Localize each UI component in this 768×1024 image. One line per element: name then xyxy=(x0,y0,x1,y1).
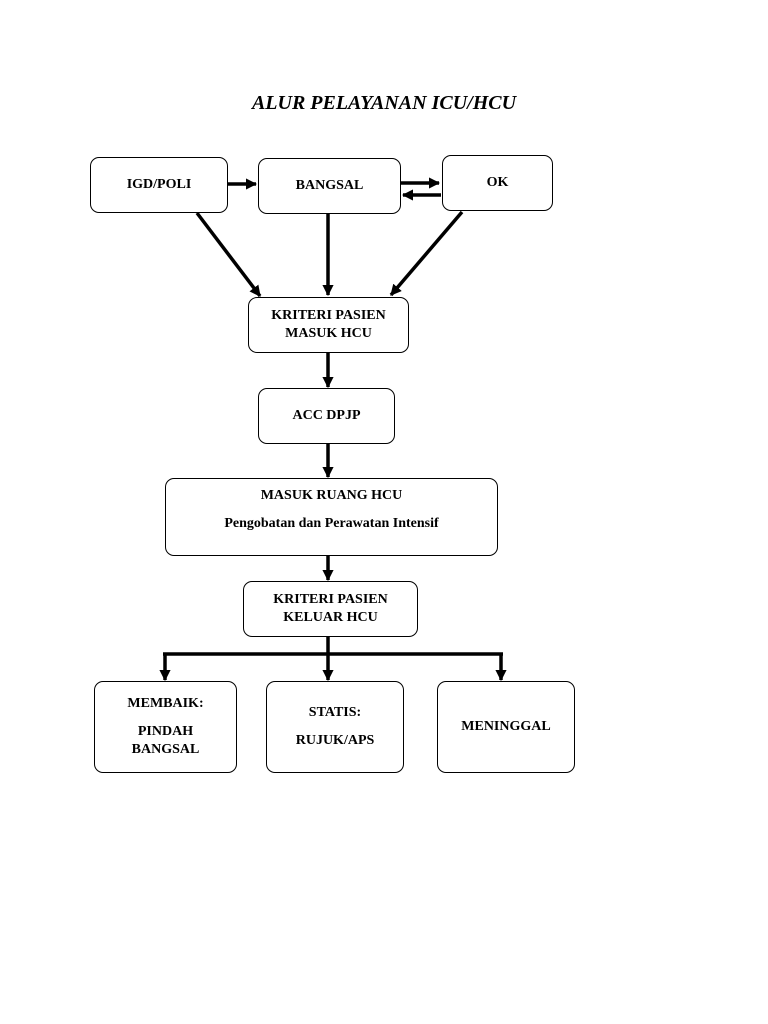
arrow-igd-to-kriteri-masuk xyxy=(195,211,262,298)
node-masuk-ruang-hcu: MASUK RUANG HCU Pengobatan dan Perawatan… xyxy=(165,478,498,556)
node-label: IGD/POLI xyxy=(126,177,192,192)
node-kriteri-masuk: KRITERI PASIEN MASUK HCU xyxy=(248,297,409,353)
node-subtitle: Pengobatan dan Perawatan Intensif xyxy=(224,516,439,531)
node-bangsal: BANGSAL xyxy=(258,158,401,214)
node-title: MASUK RUANG HCU xyxy=(260,488,403,503)
node-label: ACC DPJP xyxy=(292,408,361,423)
node-meninggal: MENINGGAL xyxy=(437,681,575,773)
node-kriteri-keluar: KRITERI PASIEN KELUAR HCU xyxy=(243,581,418,637)
node-ok: OK xyxy=(442,155,553,211)
node-title: STATIS: xyxy=(308,705,362,720)
node-igd-poli: IGD/POLI xyxy=(90,157,228,213)
node-label-line-1: KRITERI PASIEN xyxy=(273,592,388,607)
page-title: ALUR PELAYANAN ICU/HCU xyxy=(251,92,517,114)
node-line-2: BANGSAL xyxy=(131,742,200,757)
node-label-line-1: KRITERI PASIEN xyxy=(271,308,386,323)
arrow-ok-to-kriteri-masuk xyxy=(389,210,464,297)
node-label: OK xyxy=(486,175,509,190)
node-label: BANGSAL xyxy=(295,178,364,193)
node-label-line-2: MASUK HCU xyxy=(285,326,372,341)
node-label: MENINGGAL xyxy=(461,719,551,734)
node-line-1: PINDAH xyxy=(137,724,194,739)
node-line: RUJUK/APS xyxy=(295,733,375,748)
node-statis: STATIS: RUJUK/APS xyxy=(266,681,404,773)
node-acc-dpjp: ACC DPJP xyxy=(258,388,395,444)
node-label-line-2: KELUAR HCU xyxy=(283,610,378,625)
node-membaik: MEMBAIK: PINDAH BANGSAL xyxy=(94,681,237,773)
node-title: MEMBAIK: xyxy=(127,696,204,711)
